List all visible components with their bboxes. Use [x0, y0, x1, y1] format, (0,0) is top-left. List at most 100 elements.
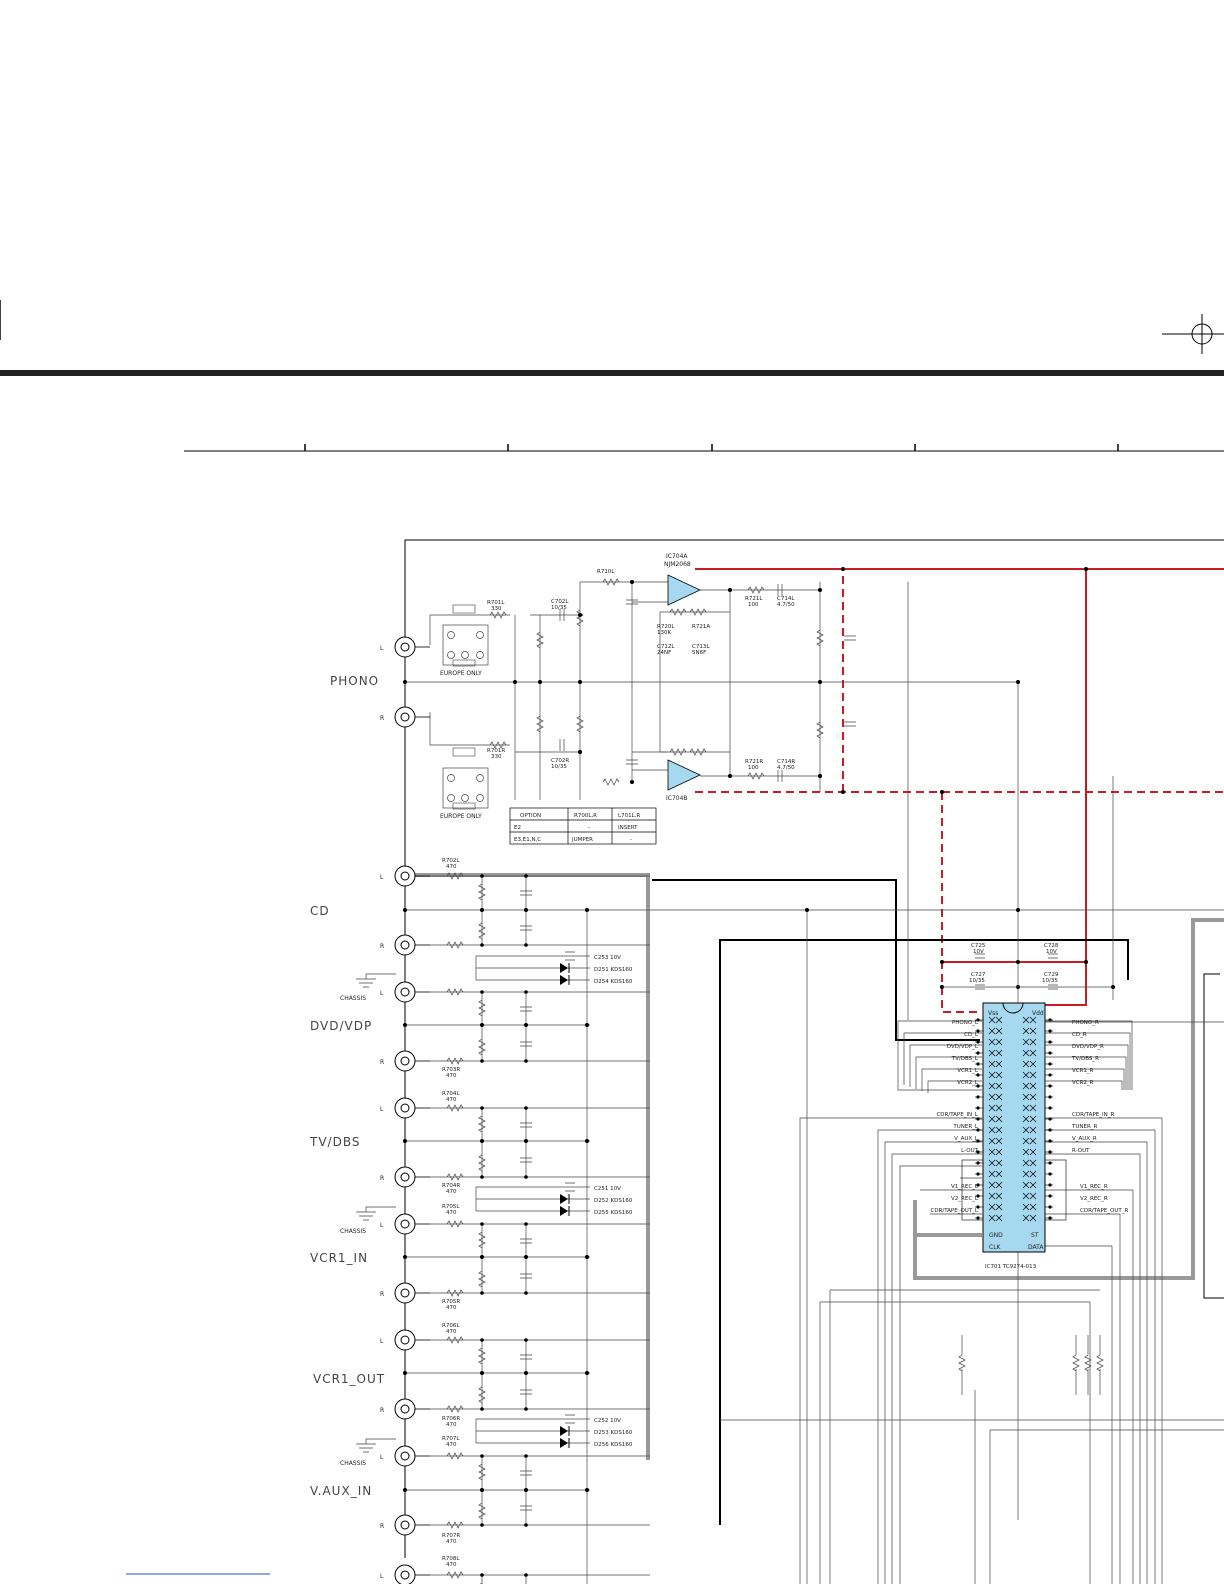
- ic-pin-dot: [1048, 1040, 1052, 1044]
- label-r705r: R705R: [442, 1299, 460, 1305]
- junction-dot: [841, 790, 845, 794]
- option-table-cell: E2: [514, 825, 521, 831]
- ic-lead-left: [897, 1020, 982, 1083]
- jack-center: [400, 1219, 410, 1229]
- ic-switch-cross: [1029, 1082, 1037, 1090]
- shunt-capacitor: [520, 1122, 532, 1128]
- ic-switch-cross: [1029, 1214, 1037, 1222]
- phono-capacitors: [559, 584, 856, 782]
- label-d255: D255 KDS160: [594, 1210, 633, 1216]
- jack-outer-ring: [394, 1564, 416, 1584]
- ic-switch-cross: [995, 1082, 1003, 1090]
- shunt-resistor: [478, 1347, 486, 1365]
- junction-dot: [524, 1222, 528, 1226]
- shunt-capacitor: [520, 1389, 532, 1395]
- ic-subgroup-box: [1044, 1159, 1067, 1221]
- junction-dot: [480, 1222, 484, 1226]
- ic-pin-dot: [1048, 1073, 1052, 1077]
- shunt-capacitor: [520, 1354, 532, 1360]
- jack-outer-ring: [394, 1329, 416, 1351]
- ic-switch-cross: [1029, 1016, 1037, 1024]
- ic-pin-dot: [1048, 1150, 1052, 1154]
- ic-switch-cross: [995, 1016, 1003, 1024]
- jack-outer-ring: [394, 1166, 416, 1188]
- label-r721a: R721A: [692, 624, 710, 630]
- label-c714l: C714L: [777, 596, 795, 602]
- value-r708l: 470: [446, 1562, 457, 1568]
- ic-lead-right: [1045, 1068, 1125, 1090]
- page-frame: [0, 300, 1224, 1575]
- shunt-resistor: [478, 1231, 486, 1249]
- ic-switch-cross: [1029, 1093, 1037, 1101]
- ic-switch-cross: [1029, 1071, 1037, 1079]
- ic-pin-dot: [976, 1161, 980, 1165]
- label-c702r: C702R: [551, 758, 569, 764]
- series-resistor: [446, 1336, 464, 1344]
- junction-dot: [728, 588, 732, 592]
- pullup-resistor: [1072, 1354, 1080, 1372]
- diode: [560, 1426, 568, 1436]
- ic-switch-cross: [1022, 1082, 1030, 1090]
- ic-pin-label-right: R-OUT: [1072, 1148, 1090, 1154]
- junction-dot: [524, 1338, 528, 1342]
- ic-switch-cross: [988, 1071, 996, 1079]
- ic-lead-left: [903, 1032, 982, 1085]
- junction-dot: [1016, 908, 1020, 912]
- ic701: [961, 1002, 1067, 1253]
- jack-center: [400, 1520, 410, 1530]
- ic-switch-cross: [995, 1115, 1003, 1123]
- jack-letter: R: [380, 1523, 384, 1530]
- jack-outer-ring: [394, 636, 416, 658]
- value-r701r: 330: [491, 754, 502, 760]
- ic-lead-right: [1045, 1020, 1133, 1090]
- ic-pin-dot: [1048, 1194, 1052, 1198]
- ic-pin-label-left: V_AUX_L: [954, 1136, 979, 1142]
- ic-switch-cross: [1022, 1192, 1030, 1200]
- ic-pin-dot: [1048, 1051, 1052, 1055]
- junction-dot: [805, 908, 809, 912]
- ic-lead-left: [921, 1068, 982, 1091]
- shunt-resistor: [478, 883, 486, 901]
- ic-switch-cross: [1022, 1214, 1030, 1222]
- value-r706l: 470: [446, 1329, 457, 1335]
- jack-center: [400, 871, 410, 881]
- europe-only-label-2: EUROPE ONLY: [440, 813, 482, 820]
- ic-pin-label-right: V_AUX_R: [1072, 1136, 1097, 1142]
- series-resistor: [446, 1405, 464, 1413]
- ic-switch-cross: [988, 1148, 996, 1156]
- ic-switch-cross: [1029, 1203, 1037, 1211]
- junction-dot: [524, 1488, 528, 1492]
- ic-switch-cross: [1022, 1027, 1030, 1035]
- junction-dot: [940, 960, 944, 964]
- shunt-capacitor: [520, 890, 532, 896]
- junction-dot: [524, 874, 528, 878]
- jack-letter: R: [380, 943, 384, 950]
- series-resistor: [446, 1104, 464, 1112]
- junction-dot: [538, 680, 542, 684]
- option-table-cell: E3,E1,N,C: [514, 837, 541, 843]
- ic-pin-label-left: PHONO_L: [952, 1020, 979, 1026]
- ic-decoupling-caps: C725 10V C728 10V C727 10/35 C729 10/35: [942, 943, 1113, 990]
- ic-switch-cross: [988, 1170, 996, 1178]
- ic-switch-cross: [995, 1159, 1003, 1167]
- ic-left-pin-labels: PHONO_L CD_L DVD/VDP_L TV/DBS_L VCR1_L V…: [930, 1020, 978, 1214]
- ic-pin-dot: [1048, 1205, 1052, 1209]
- junction-dot: [403, 1023, 407, 1027]
- group-label-vcr1out: VCR1_OUT: [313, 1372, 385, 1386]
- series-resistor: [446, 1057, 464, 1065]
- jack-outer-ring: [394, 1514, 416, 1536]
- jack-center: [400, 1404, 410, 1414]
- junction-dot: [818, 588, 822, 592]
- value-r704l: 470: [446, 1097, 457, 1103]
- label-c727: C727: [971, 972, 986, 978]
- junction-dot: [585, 1023, 589, 1027]
- ic-switch-cross: [988, 1049, 996, 1057]
- opamp-b: [667, 759, 701, 791]
- junction-dot: [480, 1338, 484, 1342]
- ic-right-pin-labels: PHONO_R CD_R DVD/VDP_R TV/DBS_R VCR1_R V…: [1071, 1020, 1128, 1214]
- ic-switch-cross: [988, 1016, 996, 1024]
- pullup-resistor: [958, 1354, 966, 1372]
- ic-pin-dot: [1048, 1084, 1052, 1088]
- junction-dot: [630, 580, 634, 584]
- ic-switch-cross: [1029, 1104, 1037, 1112]
